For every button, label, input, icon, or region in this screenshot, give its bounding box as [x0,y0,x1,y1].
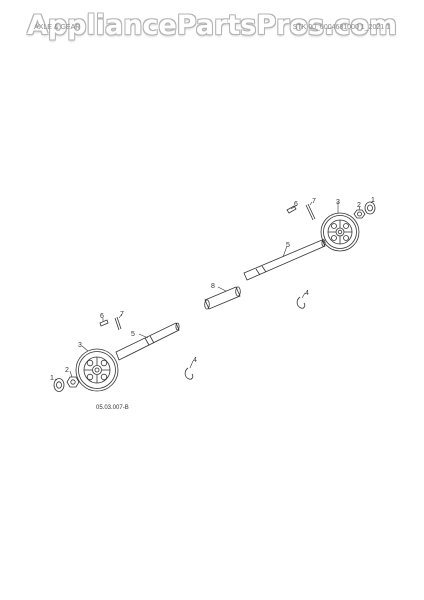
callout-4-lower: 4 [193,357,197,364]
callout-2-upper: 2 [357,202,361,209]
callout-3-lower: 3 [78,342,82,349]
spacer-tube [204,286,241,310]
shaft-upper [243,239,326,281]
washer-upper-right [364,201,376,215]
header-left-text: AXLE & GEAR [34,24,81,31]
callout-7-upper: 7 [312,198,316,205]
callout-2-lower: 2 [65,367,69,374]
gear-lower-left [75,348,119,392]
callout-7-lower: 7 [120,311,124,318]
callout-6-upper: 6 [294,201,298,208]
callout-8: 8 [211,283,215,290]
pin-lower [114,316,122,331]
key-lower [99,319,109,327]
pin-upper [305,203,316,221]
washer-lower-left [53,378,65,392]
key-upper [286,205,297,214]
callout-5-lower: 5 [131,331,135,338]
callout-1-upper: 1 [371,197,375,204]
callout-3-upper: 3 [336,199,340,206]
clip-upper [296,296,306,309]
callout-5-upper: 5 [286,242,290,249]
clip-lower [184,367,194,380]
callout-4-upper: 4 [305,290,309,297]
nut-lower-left [66,376,80,388]
callout-1-lower: 1 [50,375,54,382]
callout-6-lower: 6 [100,313,104,320]
nut-upper-right [353,209,366,219]
diagram-reference-code: 05.03.007-B [96,405,129,411]
gear-upper-right [320,212,360,252]
header-right-text: STK 00_0004681000 1_2021 1 [292,24,390,31]
shaft-lower [115,322,180,361]
watermark-logo: AppliancePartsPros.com [26,10,398,41]
